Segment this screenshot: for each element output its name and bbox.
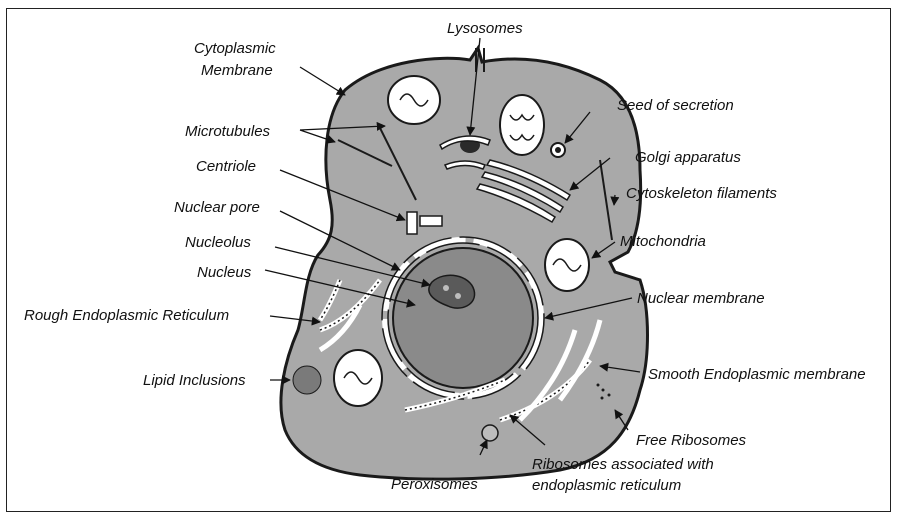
label-cytoplasmic-membrane-2: Membrane <box>201 62 273 79</box>
label-free-ribosomes: Free Ribosomes <box>636 432 747 449</box>
label-nucleolus: Nucleolus <box>185 234 251 251</box>
label-peroxisomes: Peroxisomes <box>391 476 478 493</box>
label-ribosomes-er-2: endoplasmic reticulum <box>532 477 681 494</box>
label-smooth-er: Smooth Endoplasmic membrane <box>648 366 866 383</box>
lipid-inclusion <box>293 366 321 394</box>
label-nuclear-membrane: Nuclear membrane <box>637 290 765 307</box>
nucleus <box>393 248 533 388</box>
label-ribosomes-er-1: Ribosomes associated with <box>532 456 714 473</box>
label-cytoskeleton-filaments: Cytoskeleton filaments <box>626 185 777 202</box>
label-lipid-inclusions: Lipid Inclusions <box>143 372 246 389</box>
peroxisome <box>482 425 498 441</box>
label-lysosomes: Lysosomes <box>447 20 523 37</box>
label-rough-er: Rough Endoplasmic Reticulum <box>24 307 229 324</box>
label-seed-of-secretion: Seed of secretion <box>617 97 734 114</box>
label-mitochondria: Mitochondria <box>620 233 706 250</box>
label-microtubules: Microtubules <box>185 123 271 140</box>
label-nucleus: Nucleus <box>197 264 252 281</box>
label-centriole: Centriole <box>196 158 256 175</box>
label-golgi-apparatus: Golgi apparatus <box>635 149 741 166</box>
label-nuclear-pore: Nuclear pore <box>174 199 260 216</box>
label-cytoplasmic-membrane-1: Cytoplasmic <box>194 40 276 57</box>
